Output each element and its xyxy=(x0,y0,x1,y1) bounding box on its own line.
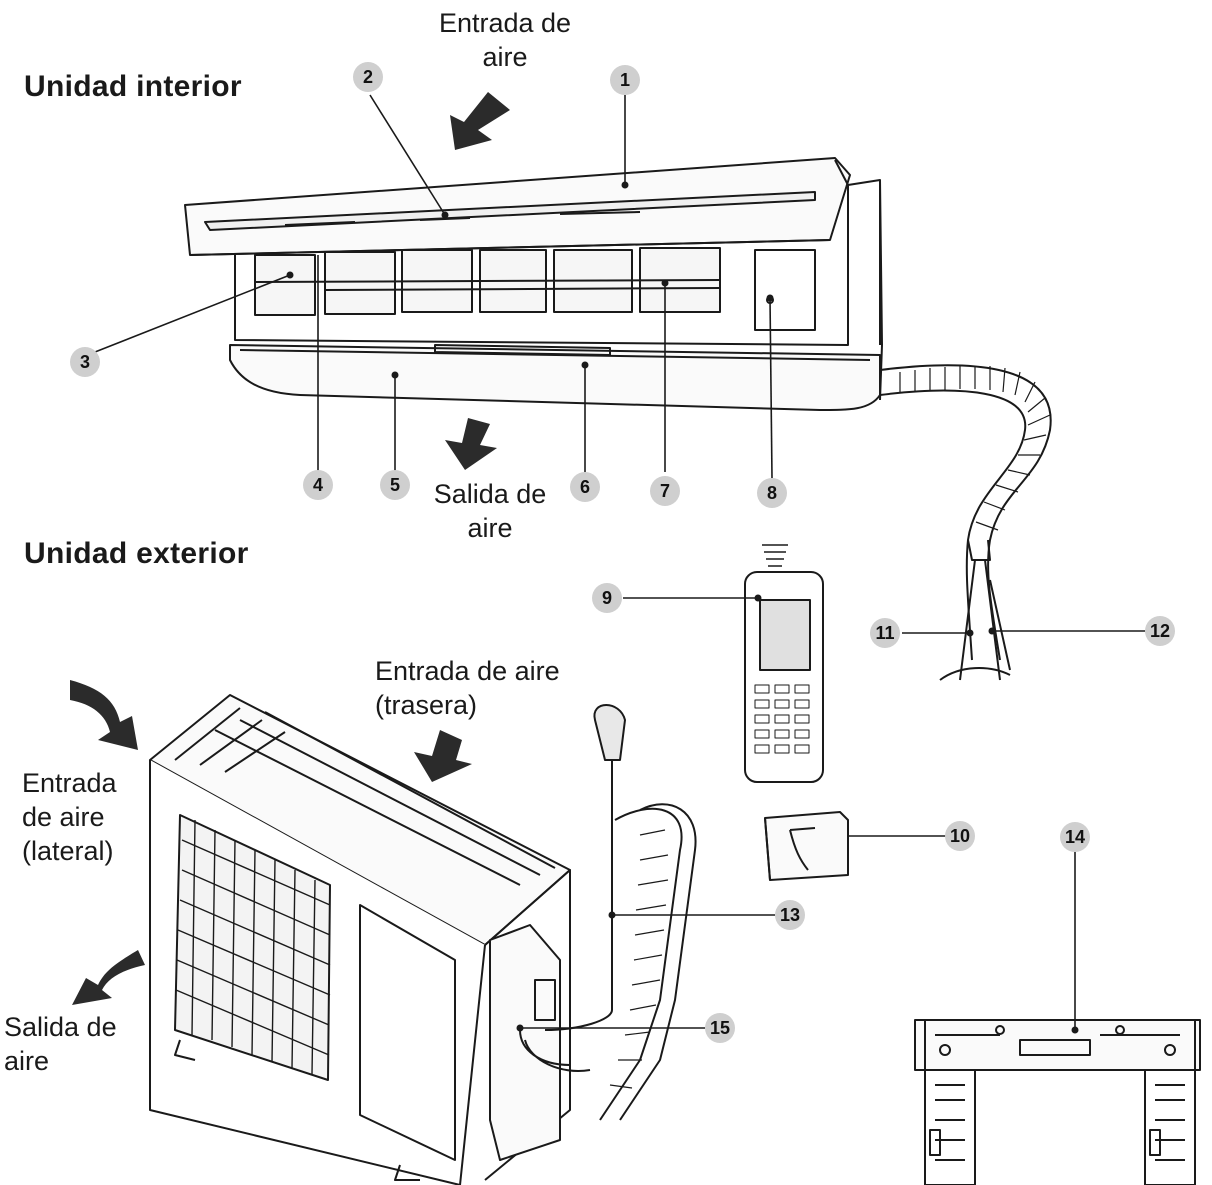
callout-6: 6 xyxy=(570,472,600,502)
callout-12: 12 xyxy=(1145,616,1175,646)
outdoor-rear-intake-label: Entrada de aire (trasera) xyxy=(375,654,605,722)
indoor-air-intake-label: Entrada de aire xyxy=(410,6,600,74)
callout-8: 8 xyxy=(757,478,787,508)
outdoor-air-outlet-line1: Salida de xyxy=(4,1012,117,1042)
mounting-bracket-drawing xyxy=(914,1019,1201,1185)
outdoor-side-intake-line1: Entrada xyxy=(22,768,117,798)
callout-10: 10 xyxy=(945,821,975,851)
indoor-air-intake-line1: Entrada de xyxy=(438,8,572,38)
callout-4: 4 xyxy=(303,470,333,500)
outdoor-outflow-arrow xyxy=(72,950,145,1005)
callout-15: 15 xyxy=(705,1013,735,1043)
outdoor-rear-intake-line2: (trasera) xyxy=(375,690,478,720)
leader-lines xyxy=(94,94,1145,1030)
outdoor-side-intake-line2: de aire xyxy=(22,802,105,832)
callout-11: 11 xyxy=(870,618,900,648)
callout-7: 7 xyxy=(650,476,680,506)
outdoor-air-outlet-label: Salida de aire xyxy=(4,1010,154,1078)
indoor-air-outlet-line2: aire xyxy=(467,513,513,543)
indoor-unit-heading: Unidad interior xyxy=(24,70,242,103)
callout-2: 2 xyxy=(353,62,383,92)
indoor-air-intake-line2: aire xyxy=(482,42,528,72)
callout-13: 13 xyxy=(775,900,805,930)
remote-holder-drawing xyxy=(764,811,849,881)
indoor-unit-drawing xyxy=(184,157,1052,681)
outdoor-unit-heading: Unidad exterior xyxy=(24,537,249,570)
outdoor-air-outlet-line2: aire xyxy=(4,1046,50,1076)
indoor-air-outlet-line1: Salida de xyxy=(433,479,547,509)
callout-5: 5 xyxy=(380,470,410,500)
callout-9: 9 xyxy=(592,583,622,613)
callout-1: 1 xyxy=(610,65,640,95)
indoor-outflow-arrow xyxy=(445,418,497,470)
outdoor-rear-intake-arrow xyxy=(414,730,472,782)
outdoor-rear-intake-line1: Entrada de aire xyxy=(375,656,560,686)
indoor-intake-arrow xyxy=(450,92,510,150)
callout-3: 3 xyxy=(70,347,100,377)
callout-14: 14 xyxy=(1060,822,1090,852)
leader-endpoints xyxy=(286,181,1079,1034)
outdoor-unit-drawing xyxy=(149,694,697,1185)
outdoor-side-intake-line3: (lateral) xyxy=(22,836,114,866)
indoor-air-outlet-label: Salida de aire xyxy=(415,477,565,545)
remote-drawing xyxy=(744,544,824,783)
outdoor-side-intake-label: Entrada de aire (lateral) xyxy=(22,766,162,868)
outdoor-side-intake-arrow xyxy=(70,680,138,750)
airflow-arrows xyxy=(70,92,510,1005)
